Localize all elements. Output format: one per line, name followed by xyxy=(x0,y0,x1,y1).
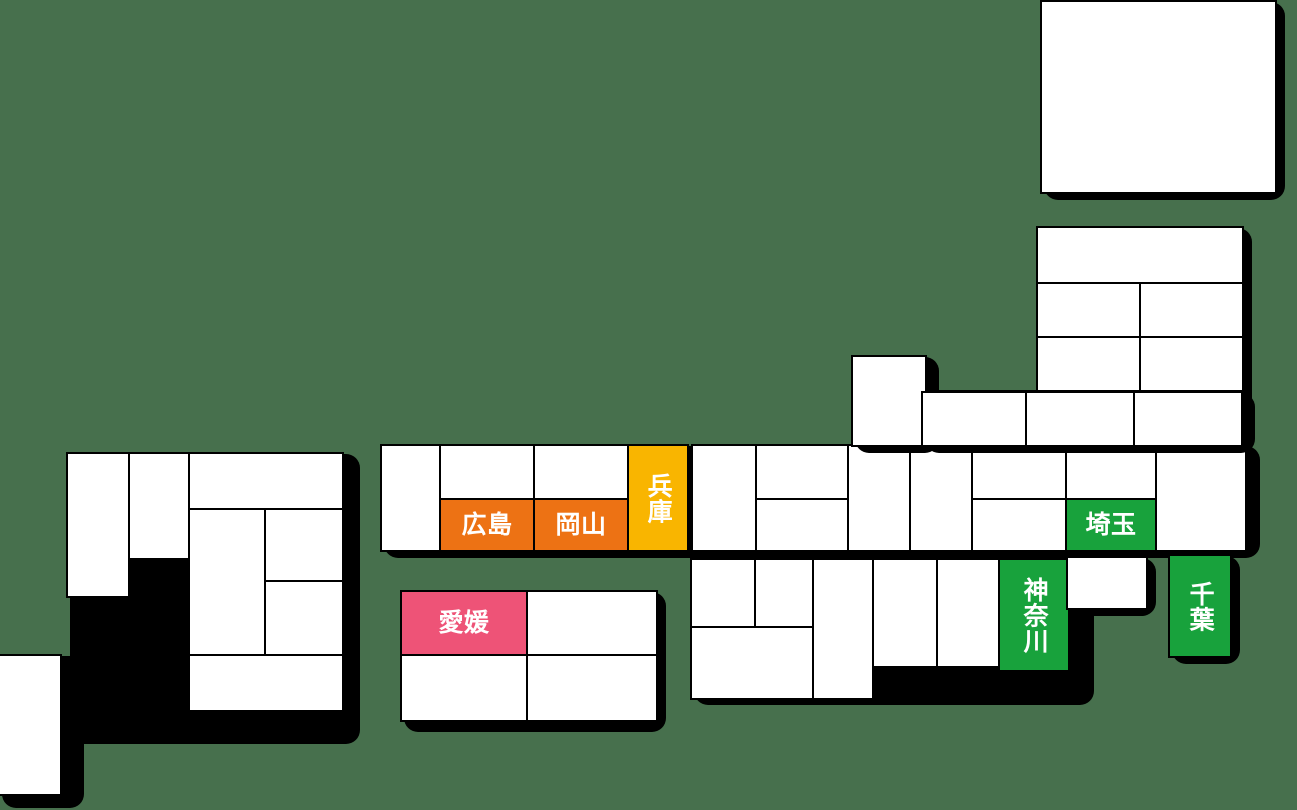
tile-oita[interactable] xyxy=(264,508,344,582)
tile-aichi[interactable] xyxy=(812,558,874,700)
tile-yamanashi[interactable] xyxy=(936,558,1002,668)
tile-saitama-label: 埼玉 xyxy=(1085,509,1137,539)
tile-hyogo-label: 兵庫 xyxy=(644,472,674,524)
tile-shimane[interactable] xyxy=(439,444,535,500)
tile-shiga[interactable] xyxy=(755,498,849,552)
tile-connector-c[interactable] xyxy=(1133,391,1243,447)
tile-mie[interactable] xyxy=(754,558,814,628)
region-shikoku: 愛媛 xyxy=(400,590,666,732)
tile-toyama[interactable] xyxy=(909,444,973,552)
tile-tokyo[interactable] xyxy=(1066,556,1148,610)
tile-tokushima[interactable] xyxy=(526,654,658,722)
tile-okayama[interactable]: 岡山 xyxy=(533,498,629,552)
tile-kanagawa[interactable]: 神奈川 xyxy=(998,558,1070,672)
tile-tochigi[interactable] xyxy=(851,355,927,447)
region-kyushu xyxy=(66,452,360,744)
tile-miyagi[interactable] xyxy=(1139,336,1244,392)
region-hokkaido xyxy=(1040,0,1285,200)
tile-fukui[interactable] xyxy=(755,444,849,500)
tile-yamaguchi[interactable] xyxy=(380,444,441,552)
region-kanagawa: 神奈川 xyxy=(998,558,1078,678)
region-tokyo xyxy=(1066,556,1156,616)
tile-chiba[interactable]: 千葉 xyxy=(1168,554,1232,658)
tile-connector-b[interactable] xyxy=(1025,391,1135,447)
tile-osaka-kyoto[interactable] xyxy=(691,444,757,552)
tile-ehime[interactable]: 愛媛 xyxy=(400,590,528,656)
region-okinawa xyxy=(0,654,84,808)
tile-hiroshima-label: 広島 xyxy=(461,509,513,539)
tile-ishikawa[interactable] xyxy=(847,444,911,552)
tile-kumamoto[interactable] xyxy=(188,508,266,656)
region-honshu-upper: 広島 岡山 兵庫 埼玉 xyxy=(380,444,1260,558)
tile-yamagata[interactable] xyxy=(1036,336,1141,392)
tile-nagano[interactable] xyxy=(971,498,1067,552)
tile-chiba-label: 千葉 xyxy=(1186,580,1216,632)
tile-okayama-label: 岡山 xyxy=(555,509,607,539)
region-chiba: 千葉 xyxy=(1168,554,1240,664)
region-mid-connector xyxy=(921,391,1255,453)
tile-kagoshima[interactable] xyxy=(188,654,344,712)
tile-hokkaido[interactable] xyxy=(1040,0,1277,194)
tile-tottori[interactable] xyxy=(533,444,629,500)
tile-hiroshima[interactable]: 広島 xyxy=(439,498,535,552)
tile-iwate[interactable] xyxy=(1139,282,1244,338)
tile-kagawa[interactable] xyxy=(526,590,658,656)
tile-nagasaki[interactable] xyxy=(66,452,130,598)
tile-shizuoka[interactable] xyxy=(872,558,938,668)
tile-miyazaki[interactable] xyxy=(264,580,344,656)
tile-saitama[interactable]: 埼玉 xyxy=(1065,498,1157,552)
tile-okinawa[interactable] xyxy=(0,654,62,796)
tile-nara[interactable] xyxy=(690,558,756,628)
tile-kochi[interactable] xyxy=(400,654,528,722)
tile-ehime-label: 愛媛 xyxy=(438,607,490,637)
tile-hyogo[interactable]: 兵庫 xyxy=(627,444,689,552)
tile-kanagawa-label: 神奈川 xyxy=(1020,576,1050,654)
tile-connector-a[interactable] xyxy=(921,391,1027,447)
tile-aomori[interactable] xyxy=(1036,226,1244,284)
tile-saga[interactable] xyxy=(128,452,190,560)
tile-ibaraki[interactable] xyxy=(1155,444,1247,552)
tile-fukuoka[interactable] xyxy=(188,452,344,510)
tile-akita[interactable] xyxy=(1036,282,1141,338)
region-tohoku xyxy=(926,226,1252,452)
tile-wakayama[interactable] xyxy=(690,626,814,700)
